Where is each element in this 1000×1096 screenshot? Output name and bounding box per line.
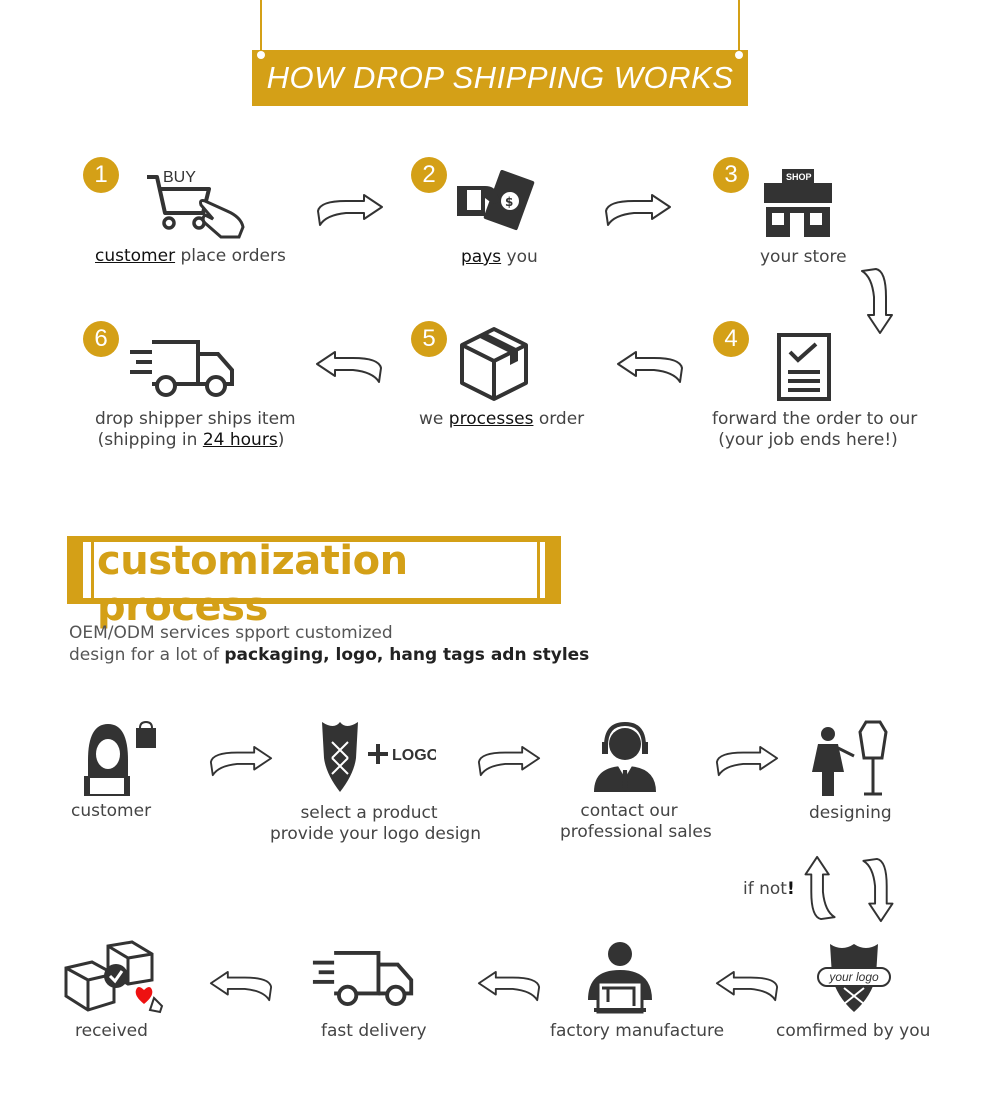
svg-text:$: $ <box>505 195 513 209</box>
arrow-up-icon <box>804 855 836 921</box>
if-not-label: if not! <box>743 879 795 899</box>
step-4-label: forward the order to our(your job ends h… <box>712 409 918 450</box>
banner-pin-left <box>257 51 265 59</box>
step-6-number: 6 <box>83 321 119 357</box>
step-3-number: 3 <box>713 157 749 193</box>
customer-shopper-icon <box>84 720 156 796</box>
corset-logo-icon: LOGO <box>322 722 436 792</box>
confirmed-label: comfirmed by you <box>776 1021 931 1041</box>
arrow-left-icon <box>715 970 779 1002</box>
arrow-right-icon <box>209 745 273 777</box>
arrow-right-icon <box>317 194 383 226</box>
arrow-left-icon <box>316 351 382 383</box>
step-5-label: we processes order <box>419 409 585 429</box>
step-4-number: 4 <box>713 321 749 357</box>
designer-mannequin-icon <box>812 720 888 796</box>
fast-delivery-label: fast delivery <box>321 1021 427 1041</box>
arrow-right-icon <box>477 745 541 777</box>
fast-delivery-truck-icon <box>312 951 414 1006</box>
customization-title: customization process <box>97 538 408 630</box>
shop-store-icon: SHOP <box>764 169 832 237</box>
arrow-left-icon <box>477 970 541 1002</box>
step-2-label: pays you <box>461 247 538 267</box>
arrow-down-icon <box>862 857 894 923</box>
arrow-down-icon <box>861 268 893 334</box>
factory-manufacture-label: factory manufacture <box>550 1021 725 1041</box>
designing-label: designing <box>809 803 892 823</box>
customization-description: OEM/ODM services spport customized desig… <box>69 623 590 665</box>
step-1-number: 1 <box>83 157 119 193</box>
sales-headset-icon <box>594 722 656 792</box>
arrow-right-icon <box>605 194 671 226</box>
customization-banner: customization process <box>67 536 561 630</box>
factory-sewing-icon <box>588 942 652 1014</box>
payment-hand-icon: $ <box>457 170 535 231</box>
shop-text: SHOP <box>786 172 812 182</box>
delivery-truck-icon <box>130 340 234 397</box>
received-label: received <box>75 1021 148 1041</box>
received-boxes-icon <box>64 940 164 1014</box>
shopping-cart-icon: BUY <box>147 169 245 239</box>
package-box-icon <box>460 327 528 401</box>
banner-string-left <box>260 0 262 56</box>
step-5-number: 5 <box>411 321 447 357</box>
confirmed-corset-icon: your logo <box>817 944 891 1012</box>
your-logo-text: your logo <box>828 970 879 984</box>
arrow-right-icon <box>715 745 779 777</box>
order-clipboard-icon <box>777 333 831 401</box>
step-1-label: customer place orders <box>95 246 286 266</box>
step-6-label: drop shipper ships item (shipping in 24 … <box>95 409 296 450</box>
buy-text: BUY <box>163 169 196 186</box>
arrow-left-icon <box>617 351 683 383</box>
banner-string-right <box>738 0 740 56</box>
logo-text: LOGO <box>392 747 436 764</box>
step-3-label: your store <box>760 247 847 267</box>
banner-pin-right <box>735 51 743 59</box>
step-2-number: 2 <box>411 157 447 193</box>
customer-label: customer <box>71 801 152 821</box>
arrow-left-icon <box>209 970 273 1002</box>
page-title: HOW DROP SHIPPING WORKS <box>252 50 748 106</box>
